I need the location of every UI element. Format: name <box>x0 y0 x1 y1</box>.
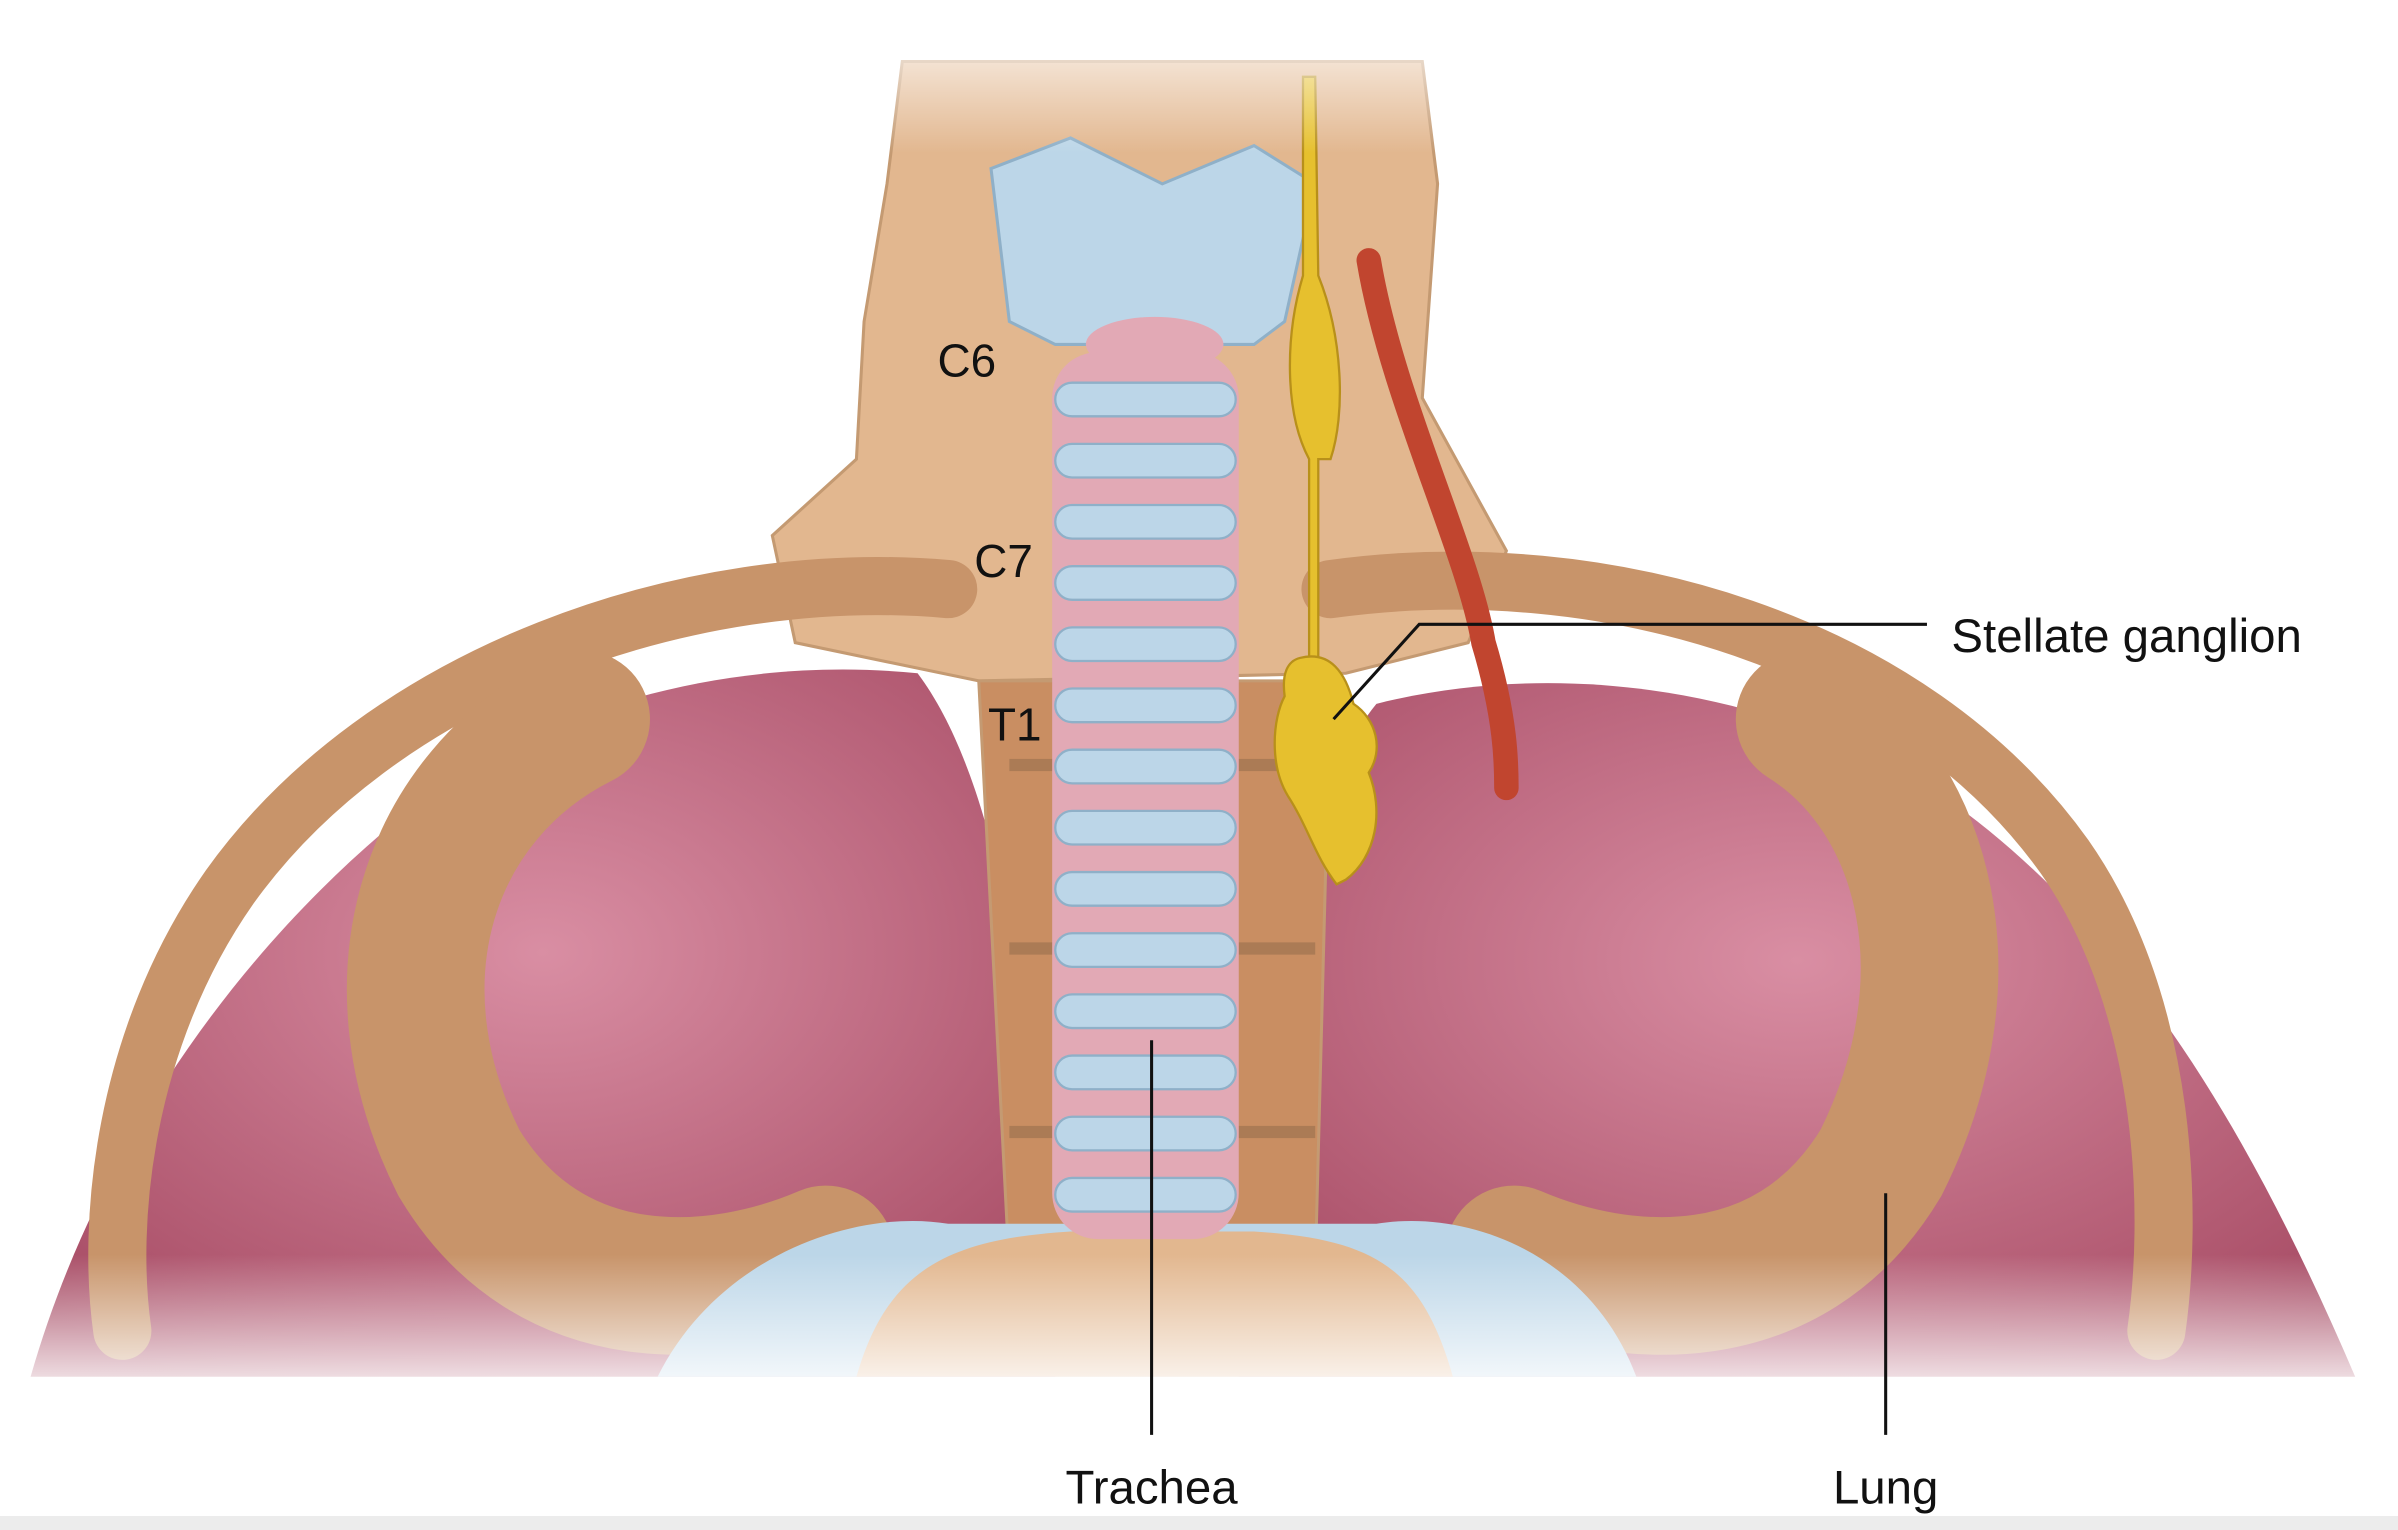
label-c7: C7 <box>974 535 1033 587</box>
bottom-edge-bar <box>0 1516 2398 1530</box>
label-t1: T1 <box>988 699 1042 751</box>
label-trachea: Trachea <box>1066 1462 1239 1515</box>
label-c6: C6 <box>937 335 996 387</box>
label-lung: Lung <box>1833 1462 1938 1515</box>
label-stellate-ganglion: Stellate ganglion <box>1951 610 2301 663</box>
stellate-ganglion-leader-line <box>1332 622 1927 721</box>
